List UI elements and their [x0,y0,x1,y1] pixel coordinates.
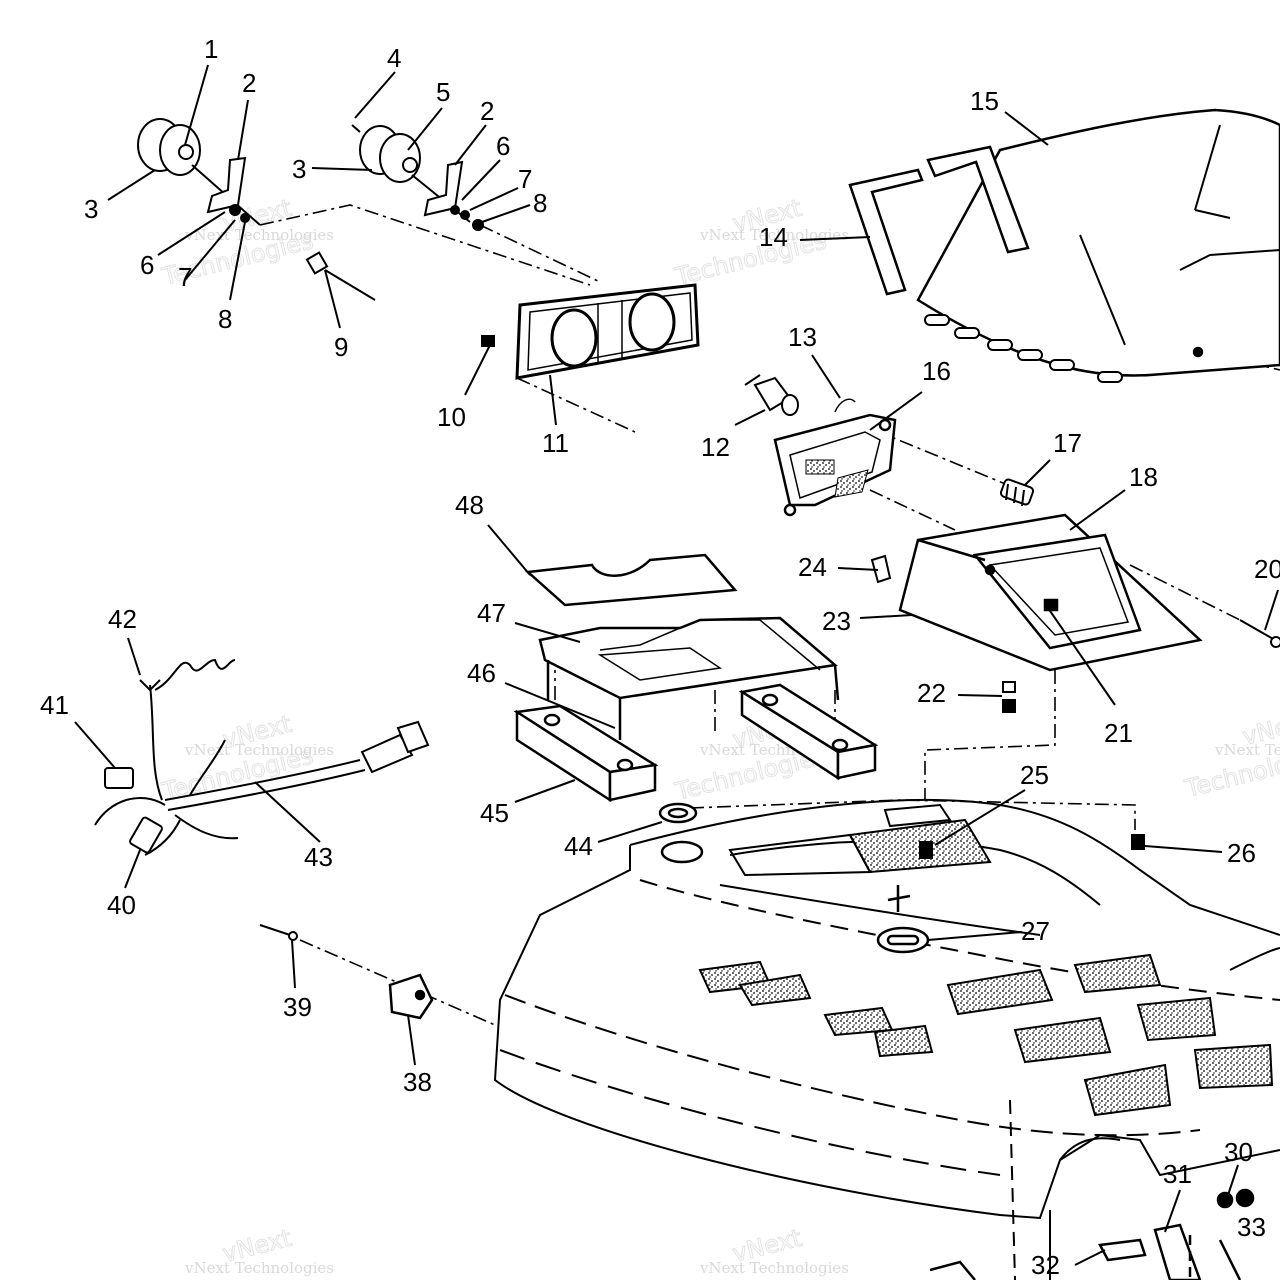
callout-label: 2 [242,68,256,98]
instrument-bezel [515,283,700,380]
callout-label: 45 [480,798,509,828]
callout-label: 16 [922,356,951,386]
watermark-text: vNext Technologies [699,1259,849,1277]
headlight-housing [898,513,1203,672]
callout-label: 22 [917,678,946,708]
spring [999,478,1035,507]
screw-22 [1002,681,1016,713]
callout-label: 8 [533,188,547,218]
callout-label: 18 [1129,462,1158,492]
screw-39 [259,924,298,941]
grommet-44 [658,802,704,864]
gauge-center [351,124,484,231]
hood-body [493,799,1280,1280]
callout-label: 7 [178,262,192,292]
gasket-48 [525,553,738,607]
callout-label: 14 [759,222,788,252]
callout-label: 5 [436,77,450,107]
callout-label: 6 [140,250,154,280]
callout-label: 2 [480,96,494,126]
callout-label: 27 [1021,916,1050,946]
leader-lines [259,204,1280,1026]
callout-label: 7 [518,164,532,194]
callout-label: 15 [970,86,999,116]
callout-label: 10 [437,402,466,432]
windshield [916,108,1280,383]
gauge-left [137,118,261,226]
callout-label: 8 [218,304,232,334]
callout-label: 31 [1163,1159,1192,1189]
callout-label: 13 [788,322,817,352]
callout-label: 9 [334,332,348,362]
callout-label: 24 [798,552,827,582]
watermark-text: vNext Technologies [184,741,334,759]
wiring-harness [94,658,430,856]
callout-label: 3 [84,194,98,224]
callout-label: 42 [108,604,137,634]
watermark-text: vNext Technologies [184,226,334,244]
callout-label: 23 [822,606,851,636]
callout-label: 20 [1254,554,1280,584]
callout-label: 12 [701,432,730,462]
clip-24 [870,554,892,584]
callout-label: 25 [1020,760,1049,790]
latch-27 [876,885,930,954]
bottom-right-parts [929,1188,1255,1280]
windshield-decal [848,145,1030,296]
callout-label: 32 [1031,1250,1060,1280]
bracket-47 [538,616,840,740]
bracket-38 [388,973,434,1020]
callout-label: 17 [1053,428,1082,458]
callout-label: 21 [1104,718,1133,748]
callout-label: 26 [1227,838,1256,868]
hood-vents [698,953,1274,1117]
callout-label: 41 [40,690,69,720]
block-45 [513,704,659,803]
callout-label: 3 [292,154,306,184]
callout-label: 39 [283,992,312,1022]
block-right [738,683,879,781]
callout-label: 44 [564,831,593,861]
headlight-bulb [744,374,799,416]
screw-10 [481,335,495,347]
headlight-lens [773,398,897,517]
callout-label: 30 [1224,1137,1253,1167]
callout-label: 40 [107,890,136,920]
screw-26 [1131,834,1145,850]
callout-label: 4 [387,43,401,73]
callout-label: 11 [542,428,569,458]
screw-25 [919,841,933,859]
sensor-probe [305,251,376,301]
callout-label: 43 [304,842,333,872]
callout-label: 6 [496,131,510,161]
hood-recess-panel [728,803,992,877]
callout-label: 38 [403,1067,432,1097]
callout-label: 47 [477,598,506,628]
callout-label: 33 [1237,1212,1266,1242]
callout-label: 46 [467,658,496,688]
callout-leaders [74,64,1279,1266]
bolt-20 [1239,619,1280,648]
callout-numbers: 1 2 3 4 5 2 6 7 8 3 6 7 8 9 10 11 12 13 … [40,34,1280,1280]
callout-label: 1 [204,34,218,64]
watermark-text: vNext Technologies [1214,741,1280,759]
watermark-text: vNext Technologies [184,1259,334,1277]
callout-label: 48 [455,490,484,520]
